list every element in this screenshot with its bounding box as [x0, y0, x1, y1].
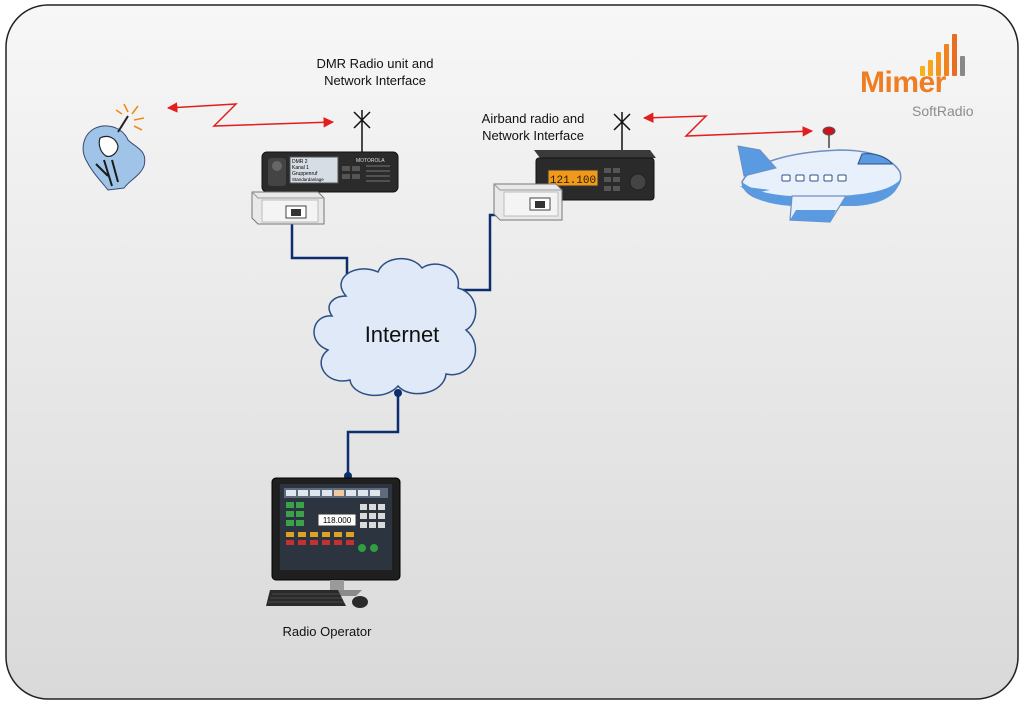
dmr-network-interface	[251, 191, 325, 225]
airplane-icon	[737, 126, 902, 223]
radio-user-icon	[82, 103, 146, 191]
dmr-radio-brand: MOTOROLA	[356, 158, 385, 164]
operator-screen-frequency: 118.000	[323, 516, 352, 525]
link-internet-to-operator	[346, 393, 400, 476]
mouse-icon	[352, 596, 368, 608]
airband-display-frequency: 121.100	[550, 175, 596, 187]
dmr-display-line: Standardanlage	[292, 177, 324, 182]
operator-workstation: 118.000	[266, 477, 401, 608]
operator-label: Radio Operator	[282, 624, 372, 639]
mimer-logo-bars	[920, 34, 965, 76]
dmr-display-line: Kanal 1	[292, 165, 309, 171]
airband-antenna-icon	[613, 112, 631, 152]
airband-network-interface	[493, 183, 563, 221]
airband-label: Airband radio and Network Interface	[481, 111, 585, 143]
dmr-display-line: DMR 2	[292, 159, 308, 165]
mimer-logo-product: SoftRadio	[912, 103, 974, 119]
radio-link-dmr	[166, 102, 335, 128]
radio-link-airband	[642, 112, 814, 137]
mimer-logo-brand: Mimer	[860, 66, 946, 99]
dmr-display-line: Gruppenruf	[292, 171, 318, 177]
internet-label: Internet	[364, 322, 440, 347]
dmr-radio-unit: DMR 2 Kanal 1 Gruppenruf Standardanlage …	[261, 151, 399, 193]
dmr-label: DMR Radio unit and Network Interface	[316, 56, 434, 88]
airband-radio-unit: 121.100	[534, 150, 656, 201]
internet-cloud	[313, 258, 477, 397]
